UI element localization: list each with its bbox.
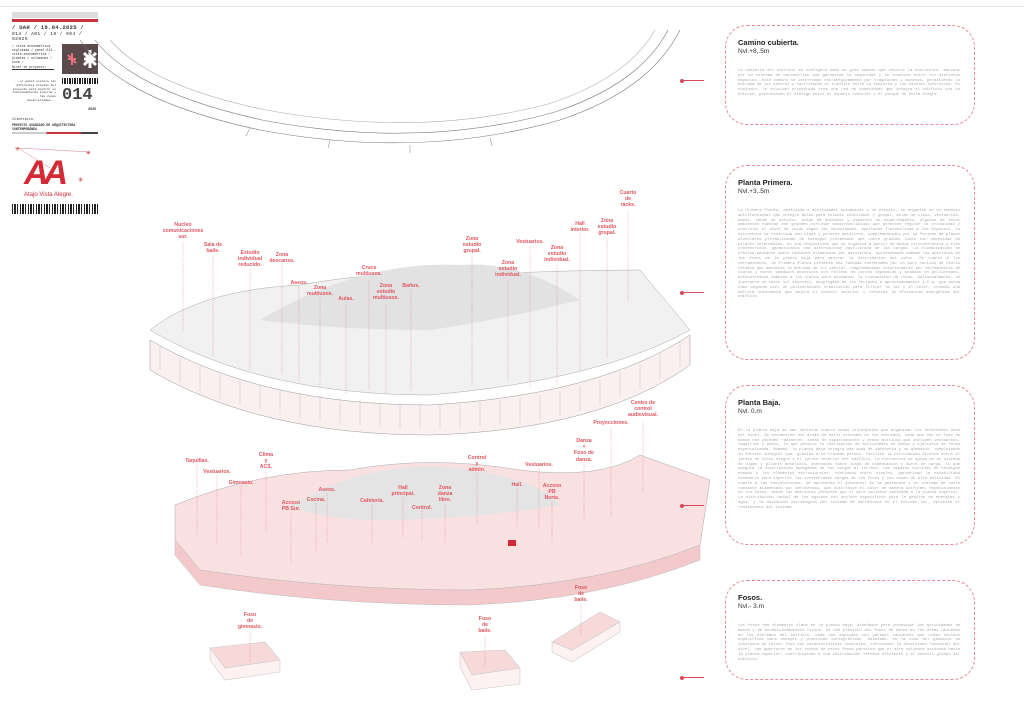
svg-text:✳: ✳	[15, 145, 20, 154]
label-cocina: Cocina.	[306, 497, 326, 503]
label-control-admin: Control y admin.	[467, 455, 487, 474]
label-estudio-individual-reducido: Estudio individual reducido.	[237, 250, 263, 269]
label-cruce-multiusos: Cruce multiusos.	[356, 265, 382, 278]
panel-ground-floor: Planta Baja. Nvl. 0.m En la planta baja …	[725, 385, 975, 545]
top-rule	[0, 6, 1024, 7]
label-vestuarios: Vestuarios.	[516, 239, 544, 245]
snowflake-icon	[67, 50, 98, 68]
panel-body: En la planta baja se han definido cuatro…	[738, 429, 960, 510]
label-hall-interior: Hall interior.	[570, 221, 590, 234]
panel-level: Nvl.+3,.5m	[738, 188, 770, 195]
arrow-first-floor	[680, 290, 704, 295]
panel-roof: Camino cubierta. Nvl.+8,.5m La cubierta …	[725, 25, 975, 125]
label-proyecciones: Proyecciones.	[593, 420, 629, 426]
header-bar	[12, 12, 98, 18]
panel-title: Fosos.	[738, 593, 763, 602]
label-acceso-pb-norte: Acceso PB Norte.	[542, 483, 562, 502]
panel-body: La Primera Planta, destinada a actividad…	[738, 209, 960, 300]
label-zona-estudio-multiusos: Zona estudio multiusos.	[373, 283, 399, 302]
date-line: / UAH / 19.04.2025 /	[12, 24, 85, 31]
ground-floor-volume	[174, 454, 711, 606]
panel-title: Planta Baja.	[738, 398, 781, 407]
first-floor-volume	[149, 264, 691, 436]
label-vestuarios: Vestuarios.	[203, 469, 231, 475]
year: 2025	[88, 108, 97, 112]
label-zona-danza-libre: Zona danza libre.	[437, 485, 453, 504]
label-aseos: Aseos.	[318, 487, 336, 493]
label-zona-multiusos: Zona multiusos.	[307, 285, 333, 298]
label-foso-baile: Foso de baile.	[478, 616, 492, 635]
label-centro-control-audiovisual: Centro de control audiovisual.	[628, 400, 658, 419]
level-label: Nivel de proyecto:	[12, 65, 54, 70]
label-banos: Baños.	[402, 283, 420, 289]
divider-bar	[12, 132, 98, 134]
label-clima-acs: Clima y ACS.	[258, 452, 274, 471]
axonometric-drawing	[79, 29, 711, 691]
itinerary-label: Itinerario.	[12, 118, 36, 122]
label-taquillas: Taquillas.	[185, 458, 209, 464]
label-zona-descanso: Zona descanso.	[269, 252, 295, 265]
logo: AA	[24, 154, 68, 192]
note: ...el panel explora las diferentes plant…	[12, 80, 56, 102]
arrow-ground-floor	[680, 503, 704, 508]
label-zona-estudio-individual: Zona estudio individual.	[495, 260, 521, 279]
project-name: Atajo Vista Alegre.	[24, 192, 73, 198]
label-cafeteria: Cafetería.	[360, 498, 384, 504]
label-zona-estudio-grupal: Zona estudio grupal.	[462, 236, 482, 255]
label-control: Control.	[412, 505, 432, 511]
header-red-bar	[12, 19, 98, 22]
barcode	[12, 204, 98, 214]
roof-walkway	[79, 29, 681, 153]
label-vestuarios-2: Vestuarios.	[525, 462, 553, 468]
barcode-small	[62, 78, 98, 84]
label-foso-gimnasio: Foso de gimnasio.	[237, 612, 263, 631]
panel-level: Nvl.+8,.5m	[738, 48, 770, 55]
panel-pits: Fosos. Nvl.- 3.m Los fosos son elementos…	[725, 580, 975, 680]
label-zona-estudio-grupal-2: Zona estudio grupal.	[597, 218, 617, 237]
label-sala-de-baile: Sala de baile.	[203, 242, 223, 255]
panel-number: 014	[62, 86, 93, 105]
label-cuarto-de-racks: Cuarto de racks.	[619, 190, 637, 209]
panel-body: La cubierta del edificio se configura co…	[738, 69, 960, 97]
leader-lines	[182, 212, 644, 666]
label-hall: Hall.	[511, 482, 523, 488]
label-acceso-pb-sur: Acceso PB Sur.	[281, 500, 301, 513]
panel-body: Los fosos son elementos clave en la plan…	[738, 624, 960, 662]
panel-first-floor: Planta Primera. Nvl.+3,.5m La Primera Pl…	[725, 165, 975, 360]
svg-text:✳: ✳	[78, 175, 84, 185]
label-hall-principal: Hall principal.	[391, 485, 415, 498]
arrow-roof	[680, 78, 704, 83]
label-aseos: Aseos.	[290, 280, 308, 286]
label-foso-baile-2: Foso de baile.	[574, 585, 588, 604]
description: / vista axonométrica explotada / panel 0…	[12, 44, 56, 64]
panel-title: Planta Primera.	[738, 178, 793, 187]
pits	[209, 611, 621, 691]
label-danza-foso: Danza + Foso de danza.	[574, 438, 594, 463]
panel-title: Camino cubierta.	[738, 38, 799, 47]
label-nucleo-comunicaciones-sur: Nucleo comunicaciones sur.	[162, 222, 204, 241]
panel-level: Nvl.- 3.m	[738, 603, 764, 610]
label-aulas: Aulas.	[338, 296, 354, 302]
sidebar-card: / UAH / 19.04.2025 / 014 / A01 / 19 / 00…	[10, 10, 100, 220]
code-line: 014 / A01 / 19 / 004 / 02025	[12, 32, 82, 42]
program-name: PROYECTO AVANZADO DE ARQUITECTURA CONTEM…	[12, 123, 76, 131]
arrow-pits	[680, 675, 704, 680]
snowflake-thumbnail	[62, 44, 98, 74]
label-zona-estudio-individual-2: Zona estudio individual.	[544, 245, 570, 264]
panel-level: Nvl. 0.m	[738, 408, 762, 415]
svg-text:✳: ✳	[86, 149, 91, 158]
label-gimnasio: Gimnasio.	[228, 480, 254, 486]
constellation-icon: ✳ ✳ ✳	[15, 145, 91, 185]
